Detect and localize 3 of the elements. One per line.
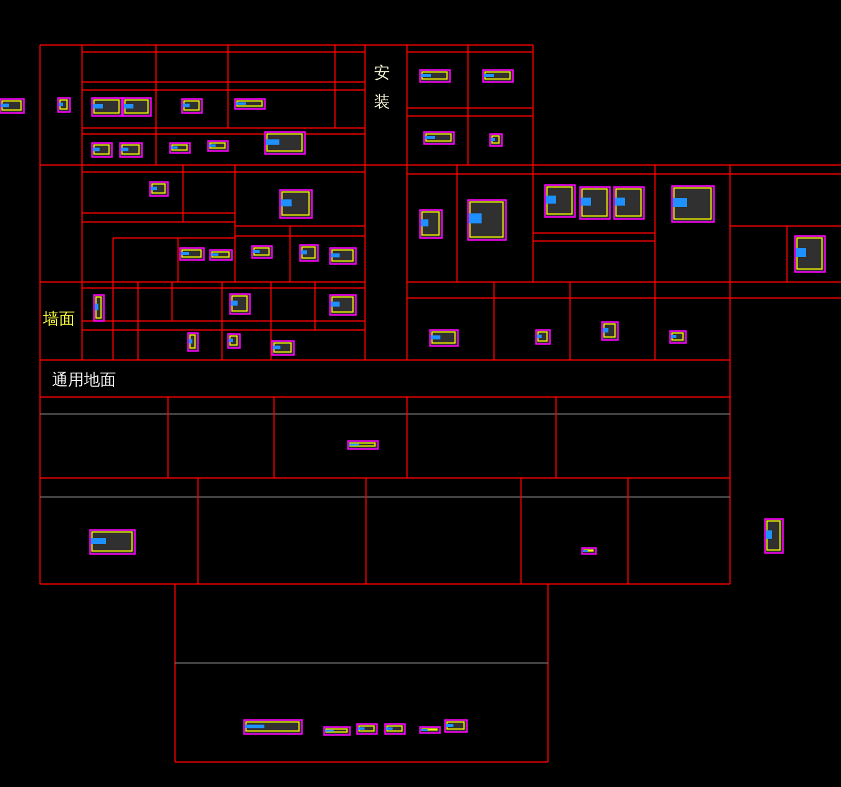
section-heading: 通用地面 [52,372,116,388]
section-heading: 安装 [374,50,390,110]
section-heading: 墙面 [43,311,75,327]
